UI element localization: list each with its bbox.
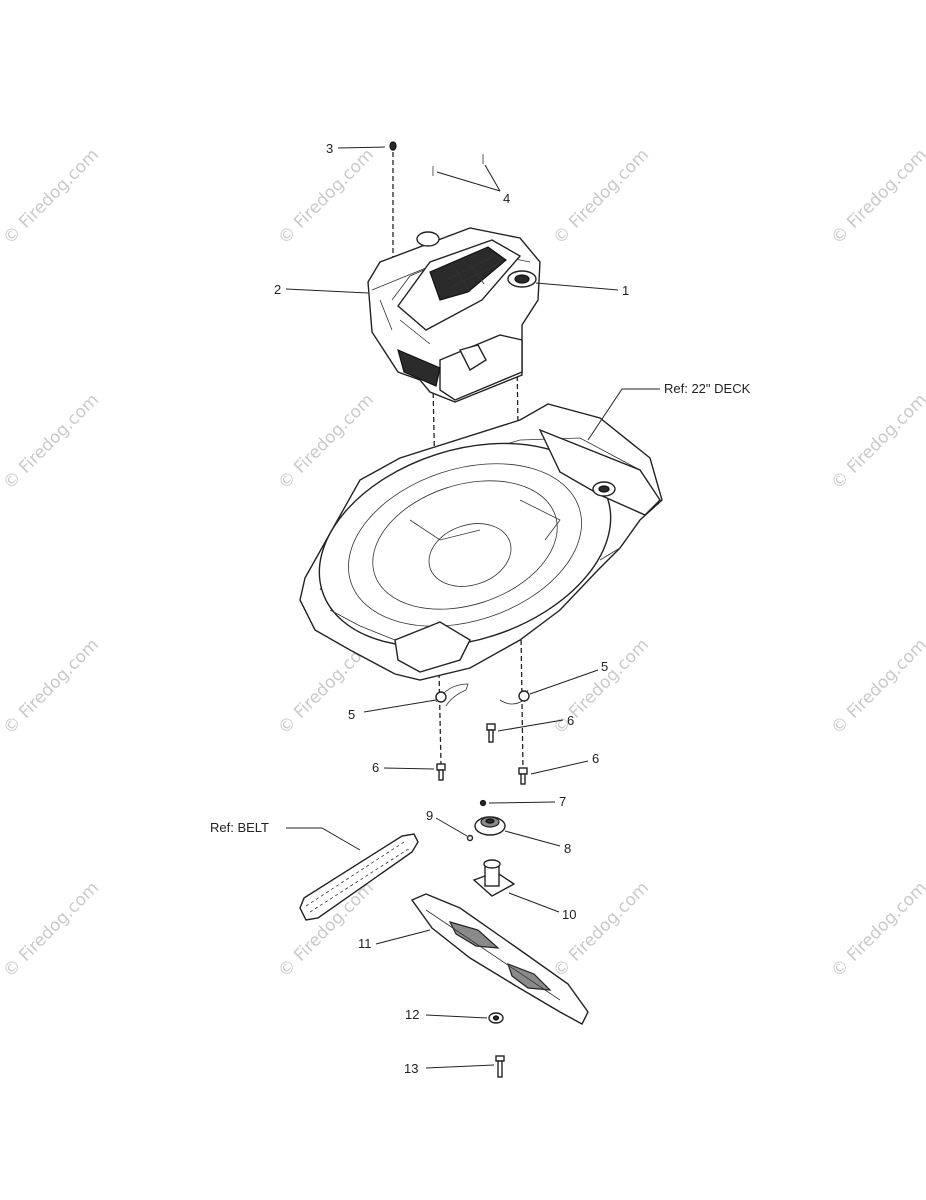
blade — [410, 893, 589, 1025]
watermark: © Firedog.com — [274, 145, 378, 249]
ref-belt-label: Ref: BELT — [210, 820, 269, 835]
callout-8: 8 — [564, 841, 571, 856]
callout-6-right: 6 — [592, 751, 599, 766]
ref-deck-label: Ref: 22" DECK — [664, 381, 751, 396]
engine — [367, 227, 541, 403]
callout-13: 13 — [404, 1061, 418, 1076]
callout-4: 4 — [503, 191, 510, 206]
watermark: © Firedog.com — [549, 145, 653, 249]
callout-7: 7 — [559, 794, 566, 809]
callout-6-left: 6 — [372, 760, 379, 775]
callout-9: 9 — [426, 808, 433, 823]
callout-1: 1 — [622, 283, 629, 298]
callout-5-left: 5 — [348, 707, 355, 722]
watermark: © Firedog.com — [0, 390, 103, 494]
reference-labels: Ref: 22" DECK Ref: BELT — [210, 381, 751, 835]
watermark: © Firedog.com — [827, 390, 926, 494]
callout-10: 10 — [562, 907, 576, 922]
belt — [299, 833, 419, 921]
callouts: 3 4 2 1 5 5 6 6 6 7 9 8 10 11 12 13 — [274, 141, 629, 1076]
watermark: © Firedog.com — [827, 635, 926, 739]
callout-2: 2 — [274, 282, 281, 297]
watermark: © Firedog.com — [549, 878, 653, 982]
spring-clips — [435, 683, 530, 707]
leader-lines — [285, 146, 660, 1069]
blade-hardware — [488, 1012, 505, 1078]
watermark: © Firedog.com — [0, 635, 103, 739]
watermark: © Firedog.com — [827, 145, 926, 249]
watermark: © Firedog.com — [0, 145, 103, 249]
hardware-top — [389, 141, 484, 176]
callout-6-upper: 6 — [567, 713, 574, 728]
mower-deck — [299, 403, 663, 681]
callout-5-right: 5 — [601, 659, 608, 674]
adapter-parts — [466, 799, 516, 897]
bolts-6 — [436, 723, 528, 785]
callout-12: 12 — [405, 1007, 419, 1022]
callout-3: 3 — [326, 141, 333, 156]
callout-11: 11 — [358, 936, 372, 951]
watermark: © Firedog.com — [549, 635, 653, 739]
watermark: © Firedog.com — [0, 878, 103, 982]
watermark: © Firedog.com — [827, 878, 926, 982]
